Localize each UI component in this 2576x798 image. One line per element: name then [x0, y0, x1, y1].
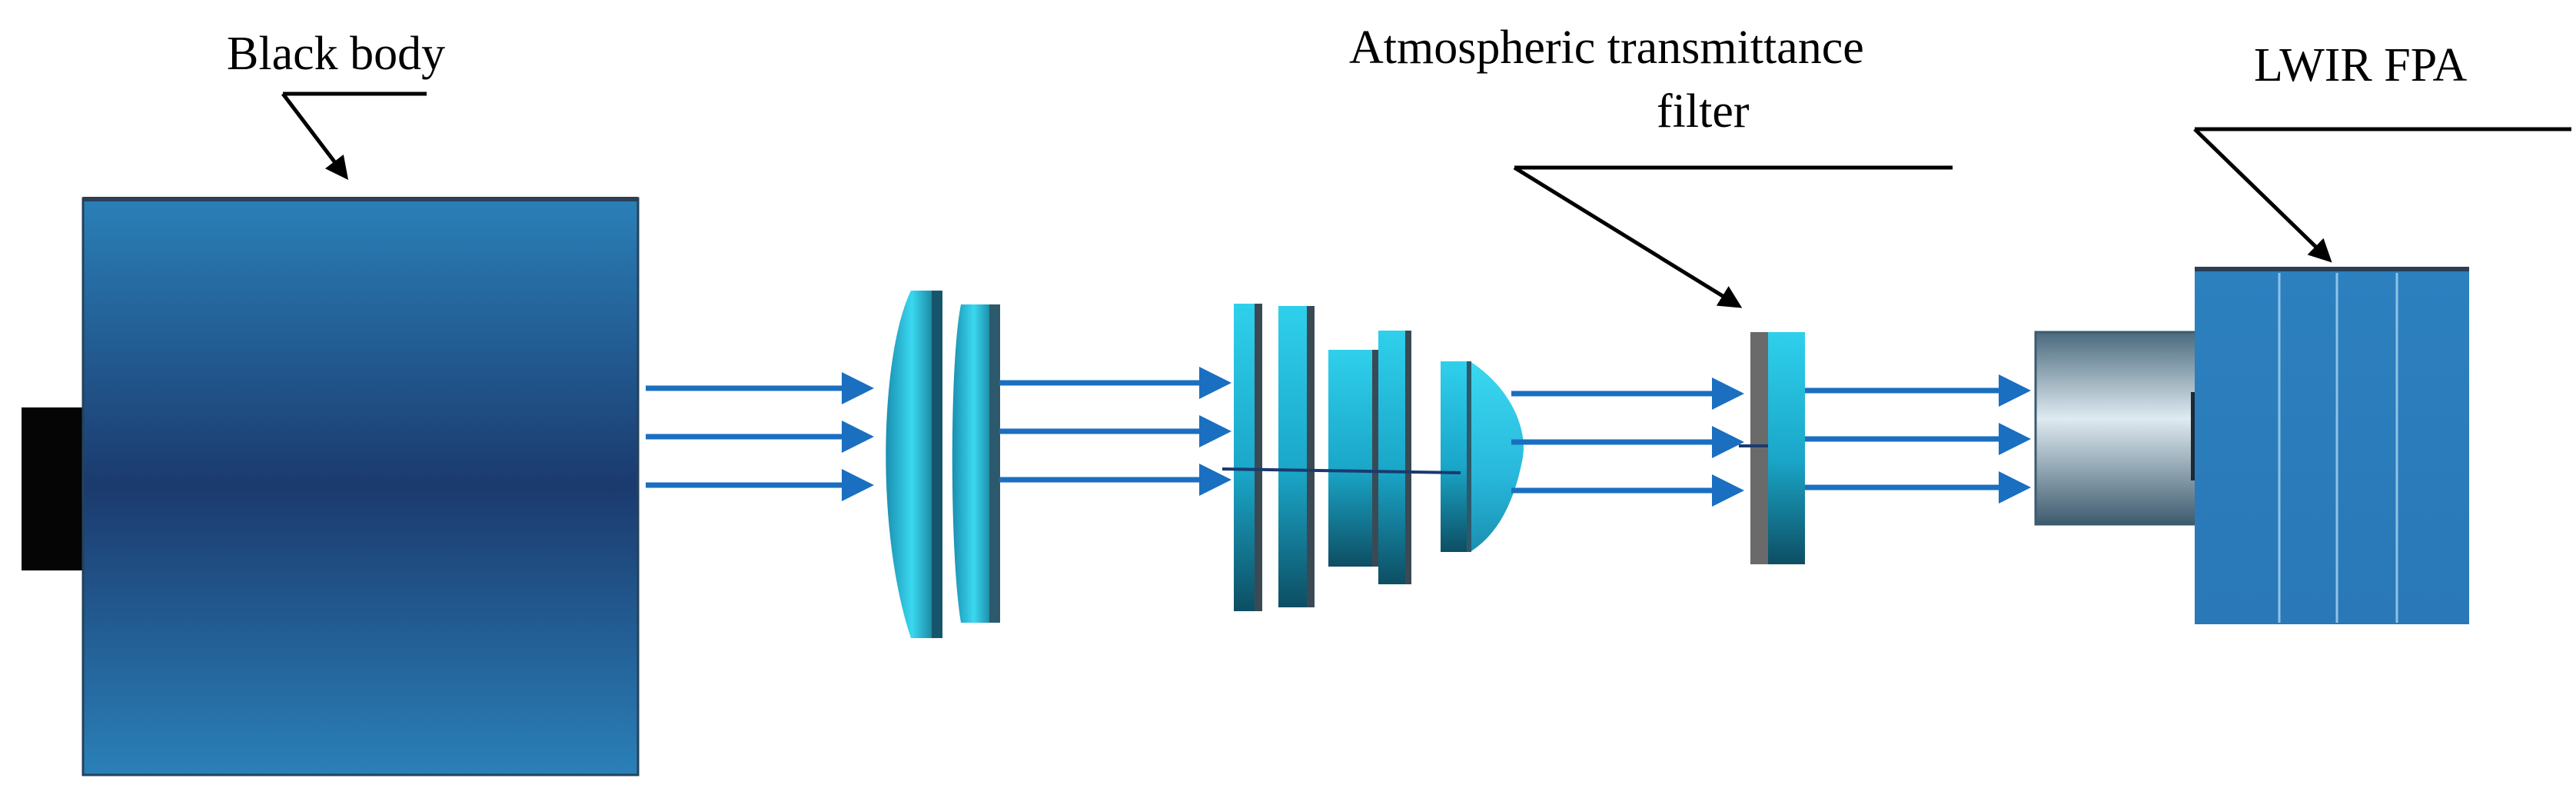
ray-arrows-4 [1805, 374, 2031, 504]
collimator-lens-group [886, 291, 1000, 638]
black-body-box [81, 197, 640, 776]
black-body-top-edge [83, 197, 638, 201]
ray-arrows-2 [999, 367, 1231, 496]
black-body-label: Black body [227, 28, 445, 80]
filter-leader [1513, 165, 1953, 308]
atmospheric-filter [1739, 332, 1805, 564]
ray-arrows-1 [646, 372, 874, 501]
filter-label-line1: Atmospheric transmittance [1349, 22, 1864, 74]
camera-lens-housing [2034, 331, 2199, 526]
fpa-label: LWIR FPA [2254, 39, 2468, 91]
fpa-leader [2193, 127, 2571, 263]
filter-label-line2: filter [1657, 85, 1750, 138]
fpa-body [2195, 269, 2469, 624]
black-body [22, 197, 640, 776]
black-body-leader [281, 91, 427, 180]
ray-arrows-3 [1511, 377, 1744, 507]
black-body-mount [22, 407, 83, 570]
lwir-fpa-camera [2034, 267, 2469, 624]
objective-lens-group [1222, 304, 1524, 611]
